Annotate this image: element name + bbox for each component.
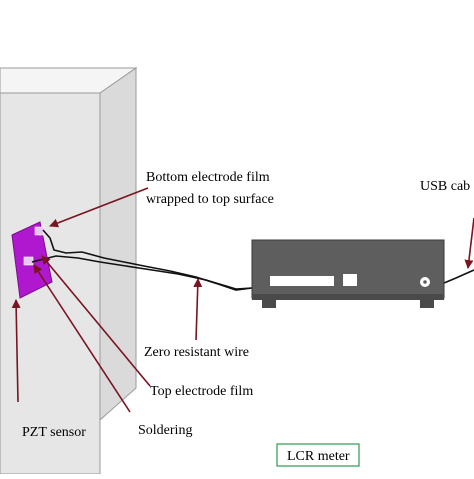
usb-cable-label: USB cab: [420, 179, 470, 194]
wire-lower: [31, 255, 253, 290]
pzt-sensor-label: PZT sensor: [22, 425, 86, 440]
meter-body: [251, 239, 445, 299]
lcr-meter-label-box: [276, 443, 360, 467]
arrow-icon: [11, 299, 21, 403]
lcr-meter-icon: [251, 239, 445, 308]
top-electrode-label: Top electrode film: [150, 384, 253, 399]
zero-resistant-wire: [31, 229, 474, 291]
block-side-face: [99, 67, 137, 422]
meter-button: [343, 274, 357, 286]
lcr-meter-label: LCR meter: [287, 449, 350, 464]
meter-foot-left: [262, 300, 276, 308]
top-electrode-pad: [34, 226, 45, 236]
arrow-icon: [33, 264, 131, 413]
arrow-icon: [49, 187, 149, 228]
arrow-icon: [464, 217, 474, 269]
meter-display-slot: [270, 276, 334, 286]
bottom-electrode-label-line2: wrapped to top surface: [146, 192, 274, 207]
soldering-label: Soldering: [138, 423, 192, 438]
meter-foot-right: [420, 300, 434, 308]
arrow-icon: [41, 255, 151, 387]
zero-resistant-wire-label: Zero resistant wire: [144, 345, 249, 360]
knob-center: [423, 280, 427, 284]
callout-arrows: [11, 187, 474, 413]
bottom-electrode-pad: [23, 256, 34, 266]
usb-cable-line: [443, 269, 474, 284]
arrow-icon: [193, 278, 203, 341]
meter-base: [252, 294, 444, 300]
bottom-electrode-label-line1: Bottom electrode film: [146, 170, 270, 185]
